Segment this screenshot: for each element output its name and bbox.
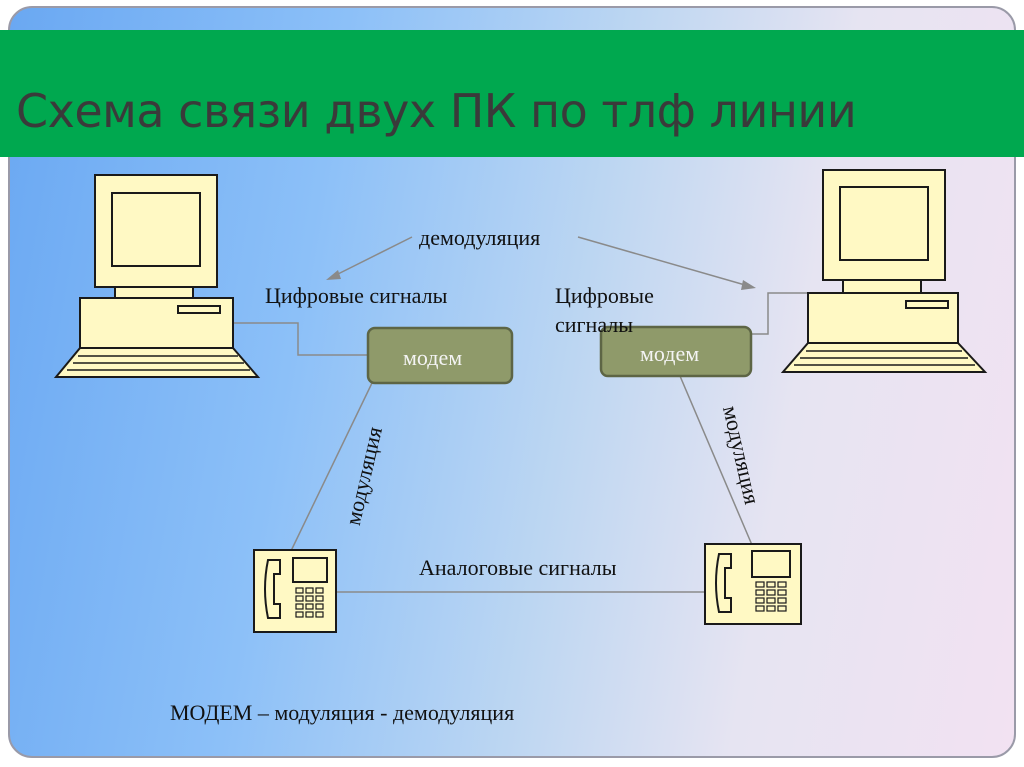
arrowhead-left	[326, 270, 341, 280]
slide-title: Схема связи двух ПК по тлф линии	[16, 84, 857, 138]
title-bar	[0, 30, 1024, 157]
modem-left-label: модем	[403, 345, 463, 370]
arrowhead-right	[741, 280, 756, 290]
modem-left	[366, 326, 514, 385]
phone-left-icon	[253, 549, 337, 633]
phone-right-icon	[704, 543, 802, 625]
link-modem-left-phone	[289, 382, 373, 554]
arrow-demod-right	[577, 236, 753, 288]
label-digital-left: Цифровые сигналы	[265, 283, 448, 308]
footer-caption: МОДЕМ – модуляция - демодуляция	[170, 700, 515, 725]
link-pc-left-modem	[232, 322, 368, 356]
arrow-demod-left	[329, 236, 413, 279]
modem-right	[599, 325, 753, 378]
label-analog: Аналоговые сигналы	[419, 555, 617, 580]
link-modem-right-phone	[679, 375, 753, 546]
label-digital-right-1: Цифровые	[555, 283, 654, 308]
modem-right-label: модем	[640, 341, 700, 366]
computer-left-icon	[53, 174, 261, 378]
label-digital-right-2: сигналы	[555, 312, 634, 337]
label-demodulation: демодуляция	[419, 225, 541, 250]
computer-right-icon	[780, 169, 988, 373]
link-pc-right-modem	[750, 292, 808, 335]
